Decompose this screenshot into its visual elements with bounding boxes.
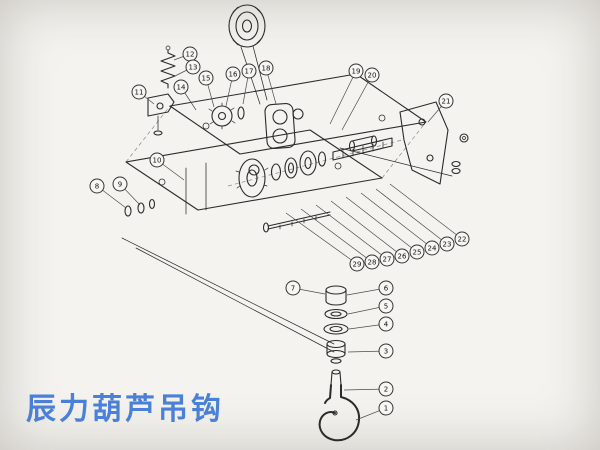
callout-21: 21: [427, 93, 454, 123]
svg-text:16: 16: [229, 71, 238, 79]
svg-text:17: 17: [245, 68, 254, 76]
callout-25: 25: [345, 196, 425, 260]
svg-text:20: 20: [368, 72, 377, 80]
callout-8: 8: [89, 178, 127, 209]
svg-text:28: 28: [368, 259, 377, 267]
load-chain-lines: [121, 237, 335, 353]
callout-3: 3: [347, 343, 394, 359]
callout-14: 14: [173, 79, 197, 111]
svg-text:24: 24: [428, 245, 437, 253]
watermark-text: 辰力葫芦吊钩: [26, 392, 224, 427]
callout-26: 26: [330, 200, 410, 264]
gear-train-part: [235, 137, 393, 233]
svg-text:5: 5: [384, 303, 388, 311]
svg-text:3: 3: [384, 348, 388, 356]
chain-guide-part: [264, 102, 296, 150]
svg-text:18: 18: [262, 65, 271, 73]
svg-text:2: 2: [384, 386, 388, 394]
callout-13: 13: [174, 59, 201, 77]
stay-rod-part: [339, 135, 453, 177]
left-fasteners-part: [124, 198, 156, 217]
ratchet-gear-part: [208, 102, 245, 130]
svg-text:1: 1: [384, 405, 388, 413]
callout-5: 5: [347, 298, 394, 315]
callout-17: 17: [241, 63, 257, 105]
spring-part: [160, 45, 176, 89]
side-plate-front-part: [125, 129, 383, 215]
svg-text:14: 14: [177, 84, 186, 92]
callout-9: 9: [112, 176, 141, 206]
svg-text:15: 15: [202, 75, 211, 83]
mount-bracket-part: [399, 101, 449, 185]
side-plate-rear-part: [169, 73, 427, 155]
svg-text:29: 29: [353, 261, 362, 269]
hook-part: [318, 384, 361, 442]
svg-text:11: 11: [135, 89, 144, 97]
svg-text:25: 25: [413, 249, 422, 257]
callout-15: 15: [198, 70, 215, 108]
callout-4: 4: [348, 316, 394, 332]
callout-16: 16: [225, 66, 241, 107]
svg-text:10: 10: [153, 157, 162, 165]
svg-text:4: 4: [384, 321, 389, 329]
callout-19: 19: [329, 63, 364, 125]
hand-chain-wheel-part: [228, 4, 268, 105]
callout-7: 7: [285, 280, 326, 296]
svg-text:23: 23: [443, 241, 452, 249]
svg-text:21: 21: [442, 98, 451, 106]
svg-text:12: 12: [186, 51, 195, 59]
callout-2: 2: [343, 381, 394, 397]
svg-text:26: 26: [398, 253, 407, 261]
callout-1: 1: [355, 400, 394, 421]
right-fasteners-part: [451, 133, 469, 175]
callout-27: 27: [315, 204, 395, 267]
svg-text:7: 7: [291, 285, 295, 293]
callout-24: 24: [360, 192, 440, 256]
callout-28: 28: [300, 208, 380, 270]
svg-text:22: 22: [458, 236, 467, 244]
callout-11: 11: [131, 84, 155, 105]
svg-text:6: 6: [384, 285, 389, 293]
callout-23: 23: [375, 188, 455, 252]
svg-text:19: 19: [352, 68, 361, 76]
svg-text:9: 9: [118, 181, 122, 189]
callout-10: 10: [149, 152, 185, 181]
hook-assembly-part: [318, 285, 361, 442]
callout-29: 29: [285, 212, 365, 272]
svg-text:27: 27: [383, 256, 392, 264]
assembly-axis-lines: [125, 105, 427, 187]
callout-12: 12: [173, 46, 198, 62]
svg-text:8: 8: [95, 183, 99, 191]
callout-18: 18: [258, 60, 277, 105]
callout-6: 6: [346, 280, 394, 296]
svg-text:13: 13: [189, 64, 198, 72]
callout-20: 20: [341, 67, 380, 131]
callout-22: 22: [389, 183, 470, 247]
